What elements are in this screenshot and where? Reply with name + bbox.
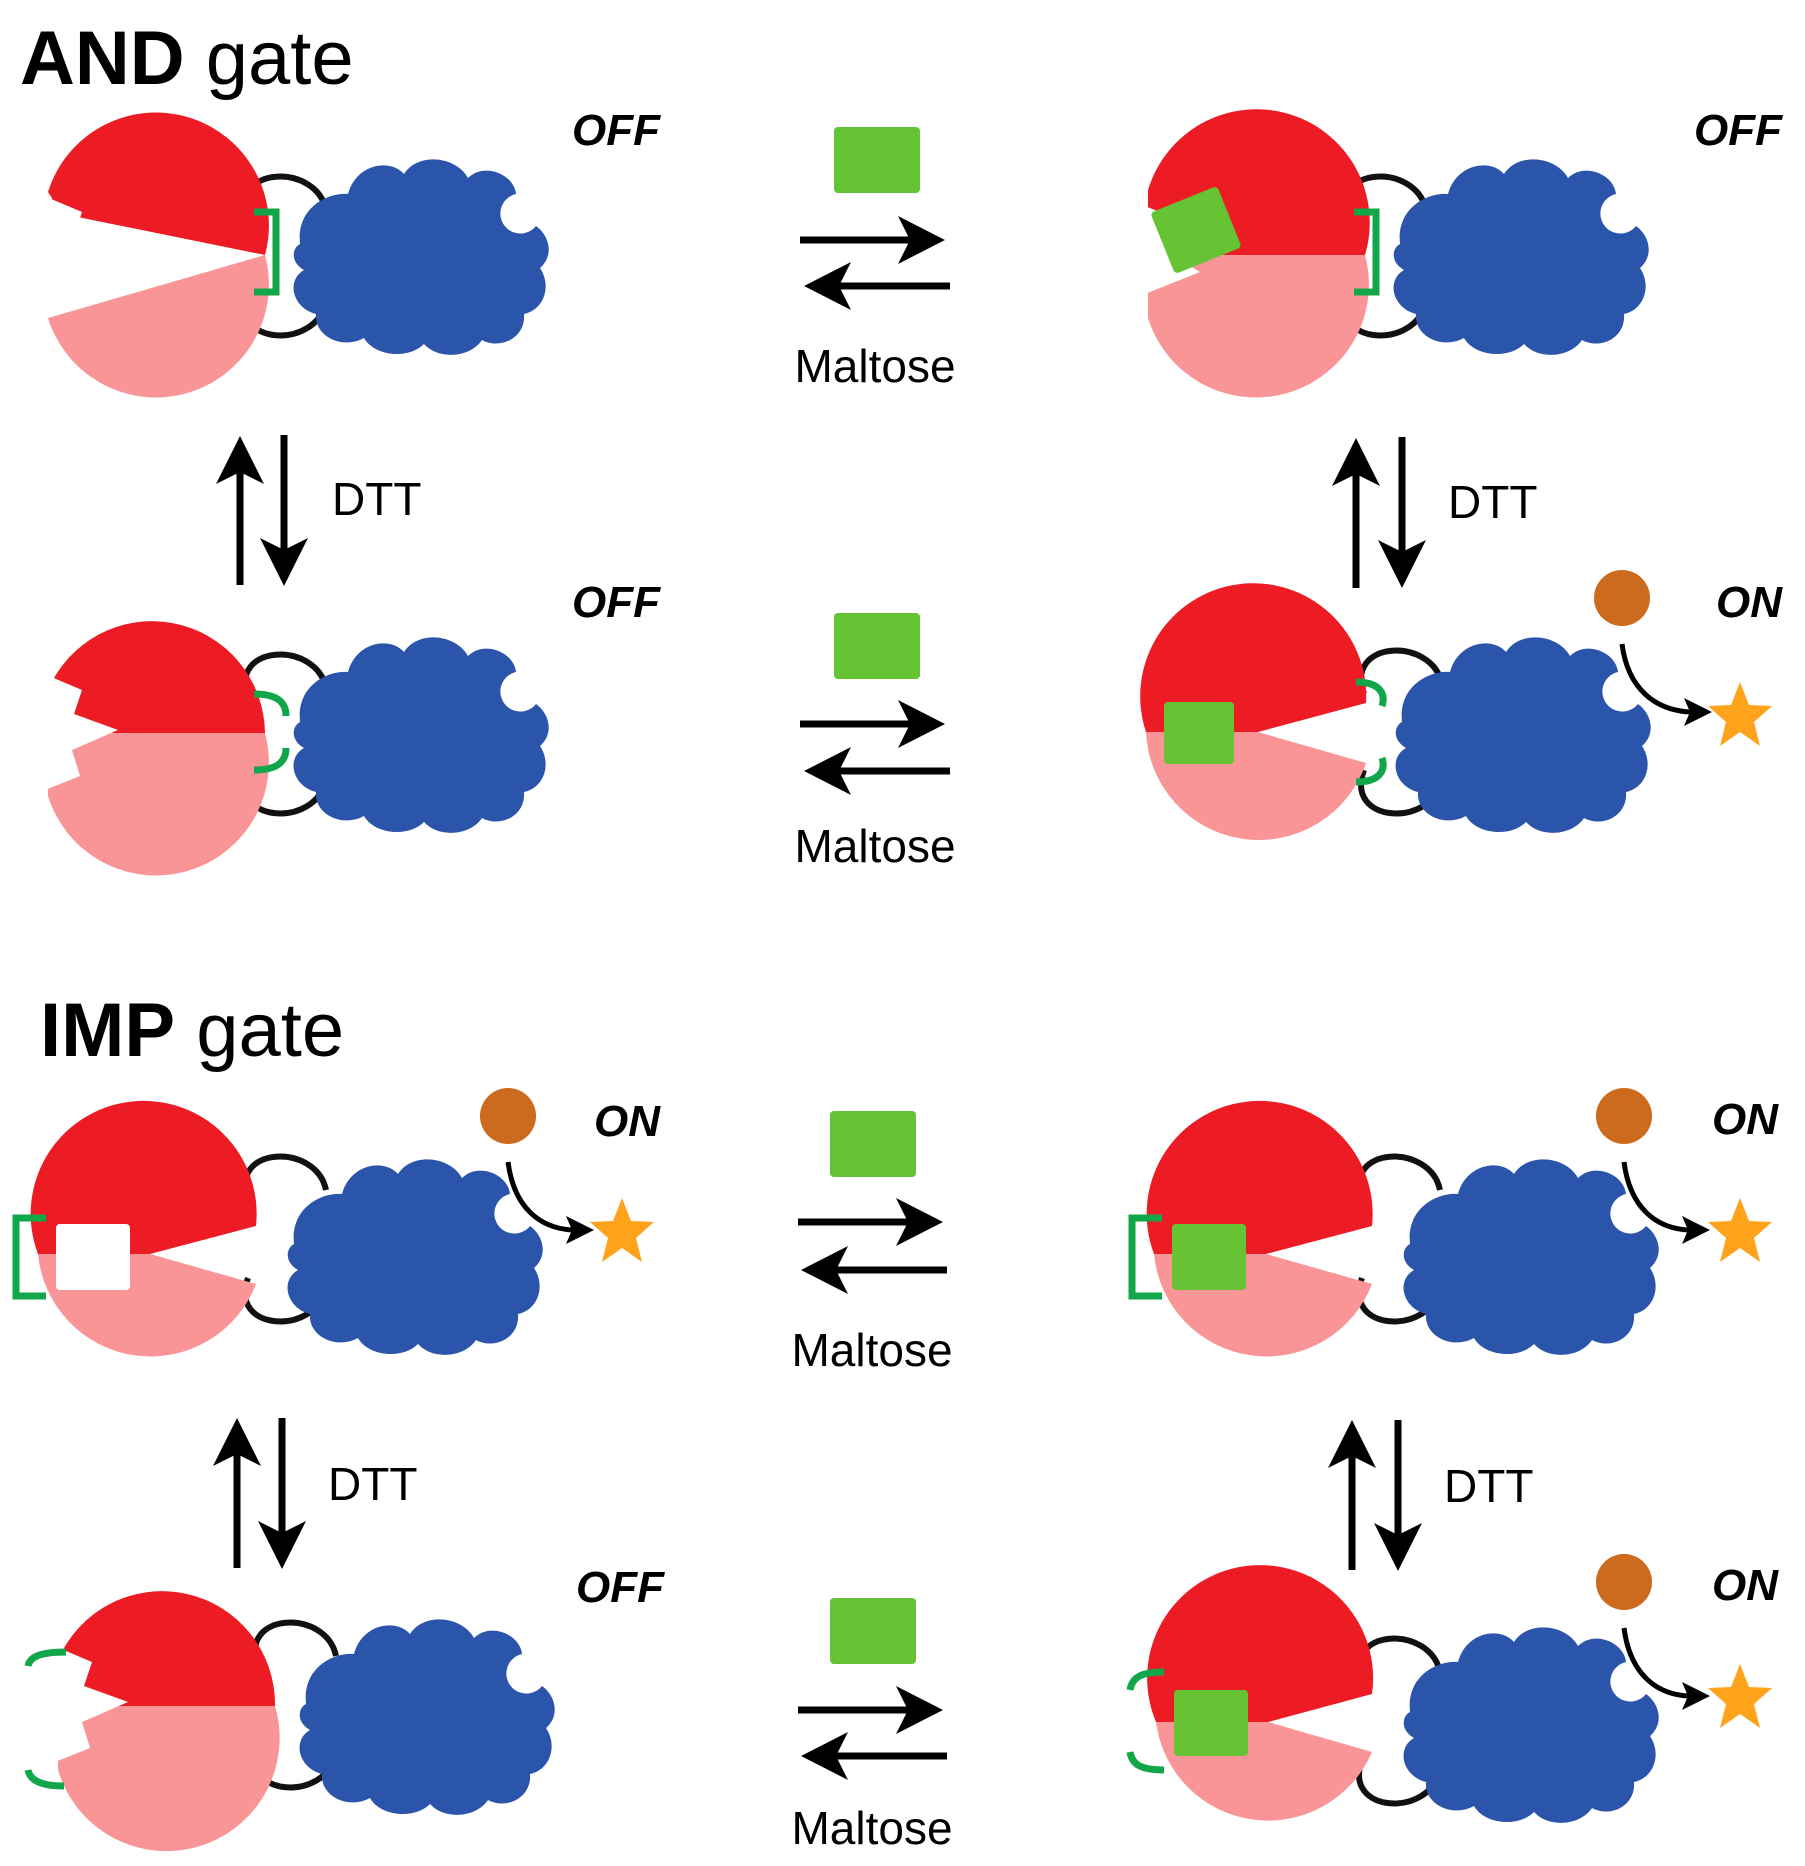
reduced-thiol xyxy=(1126,1668,1165,1691)
reduced-thiol xyxy=(253,690,290,717)
reaction-arrow xyxy=(1619,643,1691,715)
construct-imp-top-right xyxy=(1128,1088,1772,1357)
state-label: ON xyxy=(1716,578,1783,627)
construct-imp-bottom-right xyxy=(1126,1554,1772,1823)
maltose-equilibrium-and-bottom: Maltose xyxy=(794,613,956,872)
and-gate-title: AND gate xyxy=(20,16,354,101)
imp-gate-title-rest: gate xyxy=(175,988,344,1073)
disulfide-bond xyxy=(254,208,280,296)
construct-imp-bottom-left xyxy=(24,1591,555,1852)
enzyme xyxy=(293,637,549,833)
empty-binding-pocket xyxy=(56,1224,130,1290)
product-star xyxy=(1708,1664,1772,1728)
maltose-label: Maltose xyxy=(794,820,955,872)
maltose-equilibrium-imp-top: Maltose xyxy=(791,1111,953,1376)
product-star xyxy=(1708,682,1772,746)
imp-gate-title-bold: IMP xyxy=(40,988,175,1073)
state-label: OFF xyxy=(576,1563,665,1612)
substrate xyxy=(1596,1088,1652,1144)
maltose-label: Maltose xyxy=(791,1802,952,1854)
construct-and-top-left xyxy=(30,112,549,398)
maltose-block xyxy=(1151,187,1241,273)
maltose-binding-protein xyxy=(30,1100,257,1357)
disulfide-bond xyxy=(12,1214,46,1300)
maltose-binding-protein xyxy=(1147,1565,1374,1821)
maltose-binding-protein xyxy=(30,112,269,398)
maltose-label: Maltose xyxy=(791,1324,952,1376)
imp-gate-title: IMP gate xyxy=(40,988,344,1073)
construct-and-bottom-left xyxy=(30,621,549,876)
state-label: ON xyxy=(1712,1561,1779,1610)
maltose-block xyxy=(1164,702,1234,764)
product-star xyxy=(590,1198,654,1262)
disulfide-bond xyxy=(1354,208,1380,296)
dtt-equilibrium-imp-left: DTT xyxy=(213,1418,417,1569)
and-gate-title-bold: AND xyxy=(20,16,185,101)
reduced-thiol xyxy=(24,1648,67,1668)
reaction-arrow xyxy=(1621,1627,1689,1699)
maltose-block xyxy=(830,1598,916,1664)
dtt-equilibrium-and-left: DTT xyxy=(216,435,421,586)
substrate xyxy=(1594,570,1650,626)
product-star xyxy=(1708,1198,1772,1262)
state-label: OFF xyxy=(572,578,661,627)
dtt-equilibrium-imp-right: DTT xyxy=(1328,1420,1533,1571)
reduced-thiol xyxy=(1355,756,1387,786)
reaction-arrow xyxy=(505,1161,573,1233)
construct-imp-top-left xyxy=(12,1088,654,1357)
dtt-label: DTT xyxy=(328,1458,417,1510)
reduced-thiol xyxy=(253,747,290,774)
substrate xyxy=(1596,1554,1652,1610)
state-label: OFF xyxy=(572,106,661,155)
reduced-thiol xyxy=(1355,678,1387,708)
disulfide-bond xyxy=(1128,1214,1162,1300)
state-label: ON xyxy=(1712,1095,1779,1144)
maltose-binding-protein xyxy=(40,1591,280,1852)
maltose-binding-protein xyxy=(1146,1100,1373,1357)
maltose-block xyxy=(834,613,920,679)
maltose-label: Maltose xyxy=(794,340,955,392)
state-label: ON xyxy=(594,1097,661,1146)
reaction-arrow xyxy=(1621,1161,1689,1233)
enzyme xyxy=(1403,1627,1659,1823)
maltose-block xyxy=(834,127,920,193)
maltose-binding-protein xyxy=(30,621,269,876)
reduced-thiol xyxy=(1126,1751,1165,1774)
maltose-block xyxy=(1174,1690,1248,1756)
and-gate-title-rest: gate xyxy=(185,16,354,101)
construct-and-top-right xyxy=(1130,109,1649,398)
enzyme xyxy=(293,159,549,355)
maltose-equilibrium-imp-bottom: Maltose xyxy=(791,1598,953,1854)
construct-and-bottom-right xyxy=(1140,570,1772,840)
dtt-equilibrium-and-right: DTT xyxy=(1332,437,1537,588)
enzyme xyxy=(1393,159,1649,355)
maltose-equilibrium-and-top: Maltose xyxy=(794,127,956,392)
maltose-binding-protein xyxy=(1130,109,1370,398)
dtt-label: DTT xyxy=(332,473,421,525)
reduced-thiol xyxy=(24,1768,65,1790)
maltose-binding-protein xyxy=(1140,583,1367,840)
dtt-label: DTT xyxy=(1444,1460,1533,1512)
substrate xyxy=(480,1088,536,1144)
dtt-label: DTT xyxy=(1448,476,1537,528)
maltose-block xyxy=(1172,1224,1246,1290)
maltose-block xyxy=(830,1111,916,1177)
state-label: OFF xyxy=(1694,106,1783,155)
enzyme xyxy=(299,1619,555,1815)
